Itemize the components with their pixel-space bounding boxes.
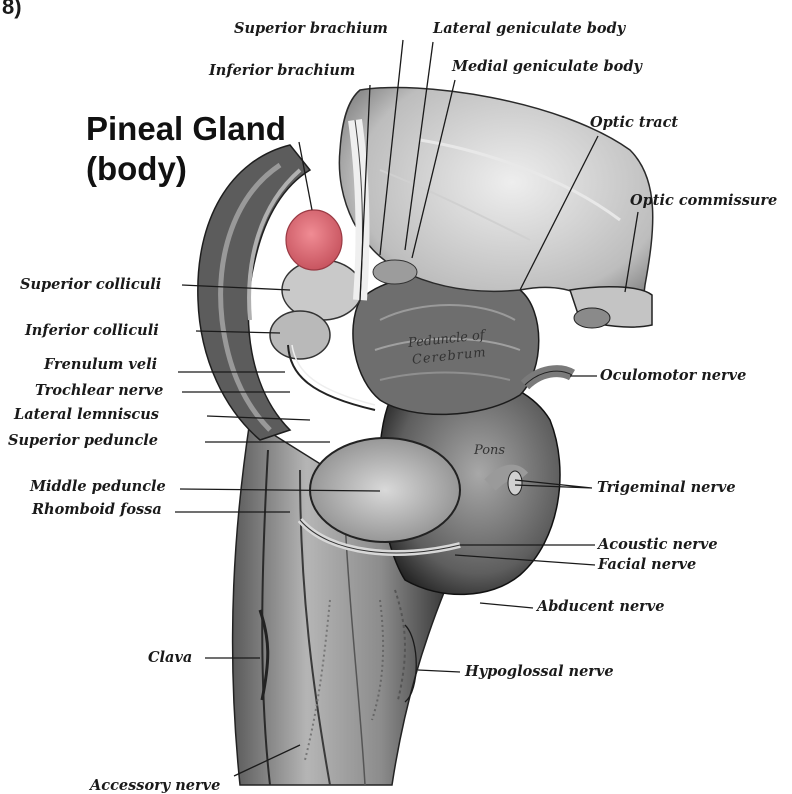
- title-body: (body): [86, 152, 187, 185]
- label-frenulum-veli: Frenulum veli: [44, 358, 157, 373]
- label-optic-commissure: Optic commissure: [630, 194, 777, 209]
- label-inferior-colliculi: Inferior colliculi: [25, 324, 159, 339]
- label-lateral-lemniscus: Lateral lemniscus: [14, 408, 159, 423]
- label-acoustic-nerve: Acoustic nerve: [598, 538, 718, 553]
- label-rhomboid-fossa: Rhomboid fossa: [32, 503, 162, 518]
- label-superior-brachium: Superior brachium: [234, 22, 388, 37]
- label-superior-peduncle: Superior peduncle: [8, 434, 158, 449]
- title-pineal-gland: Pineal Gland: [86, 112, 286, 145]
- label-medial-geniculate-body: Medial geniculate body: [452, 60, 642, 75]
- label-trigeminal-nerve: Trigeminal nerve: [597, 481, 736, 496]
- label-lateral-geniculate-body: Lateral geniculate body: [433, 22, 625, 37]
- label-abducent-nerve: Abducent nerve: [537, 600, 664, 615]
- label-accessory-nerve: Accessory nerve: [90, 779, 220, 794]
- label-facial-nerve: Facial nerve: [598, 558, 696, 573]
- label-oculomotor-nerve: Oculomotor nerve: [600, 369, 746, 384]
- label-middle-peduncle: Middle peduncle: [30, 480, 166, 495]
- label-superior-colliculi: Superior colliculi: [20, 278, 161, 293]
- label-trochlear-nerve: Trochlear nerve: [35, 384, 163, 399]
- inner-label-pons: Pons: [474, 444, 505, 458]
- pineal-gland: [286, 210, 342, 270]
- inferior-colliculus: [270, 311, 330, 359]
- label-optic-tract: Optic tract: [590, 116, 678, 131]
- corner-text: 8): [2, 0, 22, 18]
- label-clava: Clava: [148, 651, 192, 666]
- label-hypoglossal-nerve: Hypoglossal nerve: [465, 665, 614, 680]
- label-inferior-brachium: Inferior brachium: [209, 64, 355, 79]
